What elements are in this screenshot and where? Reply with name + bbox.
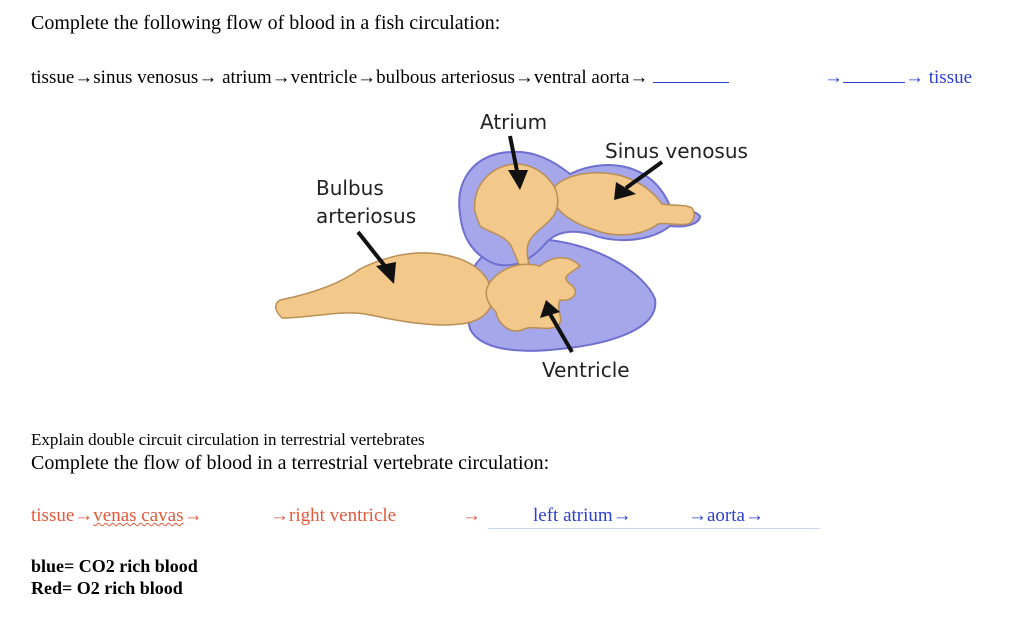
label-arteriosus: arteriosus bbox=[316, 204, 417, 228]
legend-blue: blue= CO2 rich blood bbox=[31, 556, 198, 576]
fish-flow-blank-1[interactable] bbox=[653, 68, 730, 83]
label-ventricle: Ventricle bbox=[542, 358, 630, 382]
terrestrial-flow-venas-cavas: venas cavas bbox=[93, 505, 184, 526]
legend-red: Red= O2 rich blood bbox=[31, 578, 183, 598]
ventricle-arrowhead bbox=[540, 300, 560, 318]
question-fish-flow: Complete the following flow of blood in … bbox=[31, 12, 501, 34]
fish-flow-prefix: tissue→sinus venosus→ atrium→ventricle→b… bbox=[31, 67, 649, 88]
fish-heart-illustration bbox=[275, 135, 702, 354]
bulbus-pointer-arrow bbox=[356, 230, 390, 272]
question-terrestrial-flow: Complete the flow of blood in a terrestr… bbox=[31, 452, 550, 474]
terrestrial-flow-part2: →right ventricle bbox=[270, 505, 397, 526]
terrestrial-flow-tissue: tissue→ bbox=[31, 505, 94, 526]
label-sinus-venosus: Sinus venosus bbox=[605, 139, 748, 163]
fish-flow-tail: → → tissue bbox=[824, 67, 972, 89]
atrium-arrowhead bbox=[508, 170, 528, 190]
fish-flow-blank-arrow: → bbox=[824, 67, 843, 88]
sinus-pointer-arrow bbox=[624, 160, 664, 190]
terrestrial-flow-part1: tissue→venas cavas→ bbox=[31, 505, 203, 527]
fish-flow-blank-2[interactable] bbox=[843, 68, 905, 83]
question-double-circuit: Explain double circuit circulation in te… bbox=[31, 430, 425, 449]
sinus-venosus-shape bbox=[554, 172, 695, 236]
terrestrial-flow-arrow-1: → bbox=[183, 505, 203, 526]
fish-flow-sequence: tissue→sinus venosus→ atrium→ventricle→b… bbox=[31, 67, 730, 89]
bulbus-arrowhead bbox=[376, 262, 396, 284]
terrestrial-flow-answer-line[interactable] bbox=[488, 528, 820, 529]
atrium-pointer-arrow bbox=[508, 135, 520, 177]
fish-heart-diagram: Atrium Sinus venosus Bulbus arteriosus V… bbox=[270, 104, 790, 394]
label-atrium: Atrium bbox=[480, 110, 548, 134]
terrestrial-flow-part3: → bbox=[462, 505, 481, 526]
label-bulbus: Bulbus bbox=[316, 176, 384, 200]
sinus-arrowhead bbox=[614, 182, 636, 200]
terrestrial-flow-part5: →aorta→ bbox=[688, 505, 764, 526]
terrestrial-flow-part4: left atrium→ bbox=[533, 505, 632, 526]
fish-flow-end: → tissue bbox=[905, 67, 973, 88]
ventricle-pointer-arrow bbox=[548, 312, 574, 354]
bulbus-arteriosus-shape bbox=[275, 252, 493, 326]
